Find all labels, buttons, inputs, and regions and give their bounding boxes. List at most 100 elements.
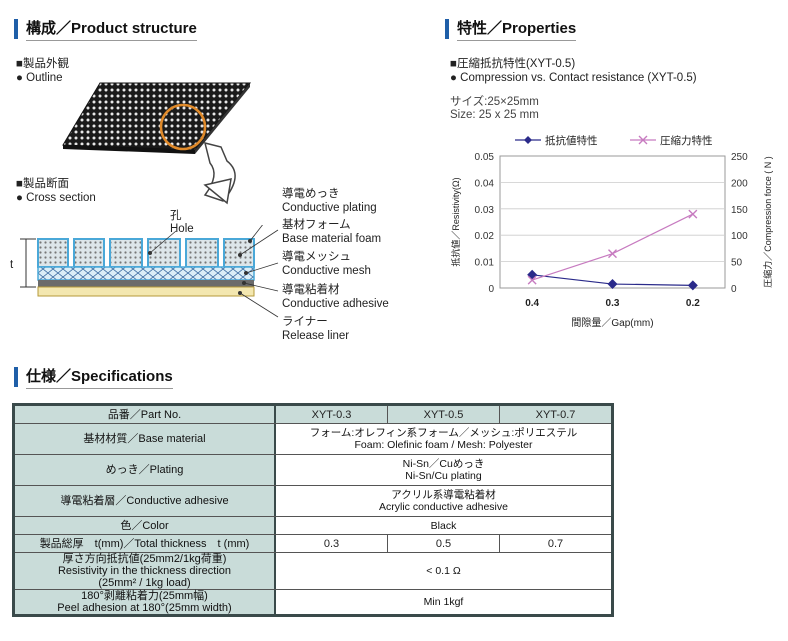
legend-label: 抵抗値特性 xyxy=(545,134,598,147)
row-label: 製品総厚 t(mm)／Total thickness t (mm) xyxy=(15,535,276,552)
left-axis-label: 抵抗値／Resistivity(Ω) xyxy=(450,177,461,266)
value-jp: アクリル系導電粘着材 xyxy=(391,489,496,501)
legend-label: 圧縮力特性 xyxy=(660,134,713,147)
data-point xyxy=(527,275,537,285)
table-row: 製品総厚 t(mm)／Total thickness t (mm) 0.3 0.… xyxy=(15,535,611,553)
size-en: Size: 25 x 25 mm xyxy=(450,109,539,121)
properties-heading-text: 特性／Properties xyxy=(457,17,577,41)
table-row: めっき／Plating Ni-Sn／Cuめっき Ni-Sn/Cu plating xyxy=(15,455,611,486)
spec-heading-text: 仕様／Specifications xyxy=(26,365,173,389)
callout-mesh-jp: 導電メッシュ xyxy=(282,251,351,263)
x-axis-label: 間隙量／Gap(mm) xyxy=(571,316,653,329)
callout-adhesive-jp: 導電粘着材 xyxy=(282,284,340,296)
data-point xyxy=(687,280,698,291)
callout-liner-jp: ライナー xyxy=(282,316,328,328)
part-no-cell: XYT-0.3 xyxy=(276,406,388,423)
left-tick-label: 0 xyxy=(488,284,494,295)
label-line: (25mm² / 1kg load) xyxy=(98,577,191,589)
spec-heading: 仕様／Specifications xyxy=(14,365,173,389)
row-label: 厚さ方向抵抗値(25mm2/1kg荷重) Resistivity in the … xyxy=(15,553,276,589)
value-en: Ni-Sn/Cu plating xyxy=(405,470,482,482)
callout-adhesive-en: Conductive adhesive xyxy=(282,298,389,310)
row-value: フォーム:オレフィン系フォーム／メッシュ:ポリエステル Foam: Olefin… xyxy=(276,424,611,454)
left-tick-label: 0.04 xyxy=(475,178,495,189)
table-row: 色／Color Black xyxy=(15,517,611,535)
right-tick-label: 150 xyxy=(731,205,748,216)
value-jp: < 0.1 Ω xyxy=(426,565,461,577)
left-tick-label: 0.01 xyxy=(475,258,495,269)
hole-label-en: Hole xyxy=(170,223,194,235)
spec-table: 品番／Part No. XYT-0.3 XYT-0.5 XYT-0.7 基材材質… xyxy=(12,403,614,617)
right-tick-label: 0 xyxy=(731,284,737,295)
section-label-jp: ■製品断面 xyxy=(16,178,69,190)
row-label: 導電粘着層／Conductive adhesive xyxy=(15,486,276,516)
callout-liner-en: Release liner xyxy=(282,330,350,342)
cross-section-illustration xyxy=(20,225,279,318)
outline-label-en: ● Outline xyxy=(16,72,63,84)
callout-foam-en: Base material foam xyxy=(282,233,382,245)
data-point xyxy=(608,249,617,259)
x-tick-label: 0.4 xyxy=(525,298,539,309)
left-tick-label: 0.05 xyxy=(475,152,495,163)
thickness-cell: 0.5 xyxy=(388,535,500,552)
part-no-cell: XYT-0.7 xyxy=(500,406,611,423)
right-tick-label: 50 xyxy=(731,258,743,269)
row-value: Ni-Sn／Cuめっき Ni-Sn/Cu plating xyxy=(276,455,611,485)
hole-label-jp: 孔 xyxy=(170,210,182,222)
thickness-cell: 0.7 xyxy=(547,537,564,550)
outline-label-jp: ■製品外観 xyxy=(16,58,69,70)
right-tick-label: 100 xyxy=(731,231,748,242)
legend-marker xyxy=(524,136,532,144)
x-tick-label: 0.2 xyxy=(686,298,700,309)
left-tick-label: 0.03 xyxy=(475,205,495,216)
row-label: 基材材質／Base material xyxy=(15,424,276,454)
value-jp: フォーム:オレフィン系フォーム／メッシュ:ポリエステル xyxy=(309,427,578,439)
callout-foam-jp: 基材フォーム xyxy=(282,219,351,231)
callout-mesh-en: Conductive mesh xyxy=(282,265,371,277)
thickness-cell: 0.3 xyxy=(276,535,388,552)
heading-bar xyxy=(445,19,449,39)
value-jp: Black xyxy=(430,519,457,532)
table-row: 品番／Part No. XYT-0.3 XYT-0.5 XYT-0.7 xyxy=(15,406,611,424)
label-line: 厚さ方向抵抗値(25mm2/1kg荷重) xyxy=(62,553,227,565)
right-tick-label: 250 xyxy=(731,152,748,163)
structure-heading: 構成／Product structure xyxy=(14,17,197,41)
row-value: Min 1kgf xyxy=(276,590,611,614)
callout-plating-en: Conductive plating xyxy=(282,202,377,214)
row-label: 品番／Part No. xyxy=(15,406,276,423)
row-label: 色／Color xyxy=(15,517,276,534)
compression-resistance-chart: 0.05 0.04 0.03 0.02 0.01 0 250 200 150 100 50 0 0.4 0… xyxy=(450,134,773,329)
structure-heading-text: 構成／Product structure xyxy=(26,17,197,41)
row-label: めっき／Plating xyxy=(15,455,276,485)
part-no-cell: XYT-0.5 xyxy=(388,406,500,423)
value-jp: Min 1kgf xyxy=(423,596,464,608)
plot-area xyxy=(499,155,726,289)
x-tick-label: 0.3 xyxy=(606,298,620,309)
callout-plating-jp: 導電めっき xyxy=(282,188,340,200)
outline-sheet-illustration xyxy=(62,82,252,205)
size-jp: サイズ:25×25mm xyxy=(450,96,539,108)
data-point xyxy=(607,279,618,290)
properties-line1: ■圧縮抵抗特性(XYT-0.5) xyxy=(450,58,576,70)
right-tick-label: 200 xyxy=(731,178,748,189)
left-tick-label: 0.02 xyxy=(475,231,495,242)
data-point xyxy=(688,209,698,219)
value-jp: Ni-Sn／Cuめっき xyxy=(402,458,485,470)
thickness-label: t xyxy=(10,259,14,271)
right-axis-label: 圧縮力／Compression force ( N ) xyxy=(762,156,773,288)
table-row: 基材材質／Base material フォーム:オレフィン系フォーム／メッシュ:… xyxy=(15,424,611,455)
heading-bar xyxy=(14,19,18,39)
value-en: Acrylic conductive adhesive xyxy=(379,501,508,513)
section-label-en: ● Cross section xyxy=(16,192,96,204)
heading-bar xyxy=(14,367,18,387)
table-row: 導電粘着層／Conductive adhesive アクリル系導電粘着材 Acr… xyxy=(15,486,611,517)
label-line: Peel adhesion at 180°(25mm width) xyxy=(57,602,232,614)
legend-marker xyxy=(638,135,648,145)
label-line: 180°剥離粘着力(25mm幅) xyxy=(81,590,208,602)
properties-line2: ● Compression vs. Contact resistance (XY… xyxy=(450,72,697,84)
row-value: < 0.1 Ω xyxy=(276,553,611,589)
row-label: 180°剥離粘着力(25mm幅) Peel adhesion at 180°(2… xyxy=(15,590,276,614)
table-row: 180°剥離粘着力(25mm幅) Peel adhesion at 180°(2… xyxy=(15,590,611,614)
row-value: アクリル系導電粘着材 Acrylic conductive adhesive xyxy=(276,486,611,516)
table-row: 厚さ方向抵抗値(25mm2/1kg荷重) Resistivity in the … xyxy=(15,553,611,590)
